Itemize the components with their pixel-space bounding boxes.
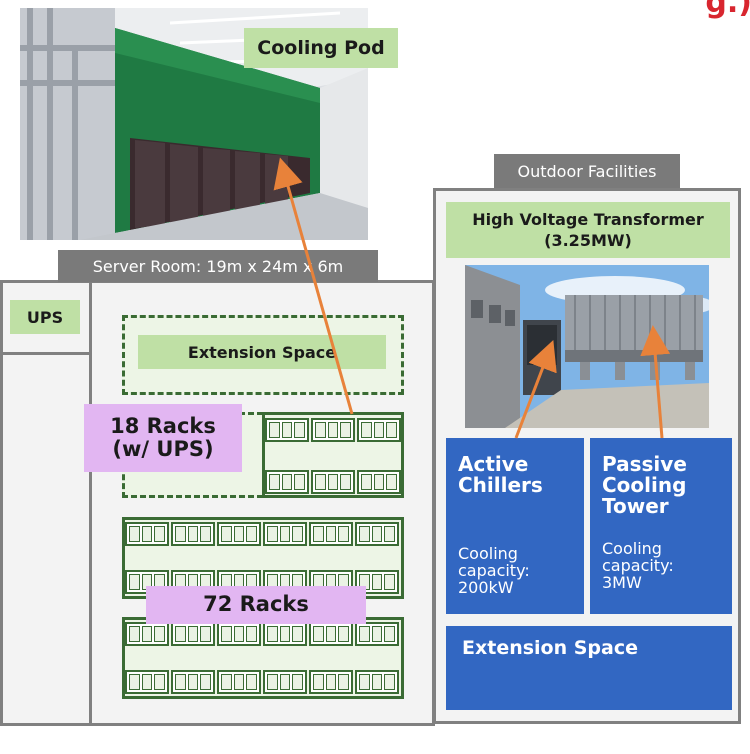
rack-unit-icon [311,470,355,494]
outdoor-photo [465,265,709,428]
racks-72-row-3 [125,622,399,646]
rack-unit-icon [309,522,353,546]
active-chillers-sub-1: Cooling [458,544,518,563]
rack-unit-icon [171,622,215,646]
ups-room [0,280,92,726]
rack-unit-icon [125,522,169,546]
rack-unit-icon [355,670,399,694]
active-chillers-sub-3: 200kW [458,578,514,597]
rack-unit-icon [263,622,307,646]
transformer-line2: (3.25MW) [544,231,632,250]
rack-unit-icon [125,670,169,694]
rack-unit-icon [263,670,307,694]
transformer-line1: High Voltage Transformer [472,210,704,229]
rack-unit-icon [217,522,261,546]
cooling-pod-label: Cooling Pod [244,28,398,68]
rack-unit-icon [355,622,399,646]
header-fragment: g.) [705,0,750,20]
passive-tower-title-3: Tower [602,494,669,518]
rack-unit-icon [311,418,355,442]
racks-18-line1: 18 Racks [110,413,216,438]
racks-18-row-bottom [265,470,401,494]
ups-divider [0,352,92,355]
racks-72-row-4 [125,670,399,694]
rack-unit-icon [263,522,307,546]
rack-unit-icon [217,622,261,646]
transformer-label: High Voltage Transformer (3.25MW) [446,202,730,258]
racks-72-row-1 [125,522,399,546]
racks-18-label: 18 Racks (w/ UPS) [84,404,242,472]
outdoor-label: Outdoor Facilities [494,154,680,188]
rack-unit-icon [171,522,215,546]
passive-tower-title-1: Passive [602,452,687,476]
extension-space-label: Extension Space [138,335,386,369]
rack-unit-icon [217,670,261,694]
outdoor-extension-label: Extension Space [462,637,639,659]
outdoor-extension-box: Extension Space [446,626,732,710]
passive-tower-box: Passive Cooling Tower Cooling capacity: … [590,438,732,614]
active-chillers-sub-2: capacity: [458,561,530,580]
racks-18-line2: (w/ UPS) [112,437,214,461]
racks-72-label: 72 Racks [146,586,366,624]
active-chillers-title-1: Active [458,452,529,476]
passive-tower-sub-2: capacity: [602,556,674,575]
rack-unit-icon [355,522,399,546]
rack-unit-icon [309,622,353,646]
server-room-label: Server Room: 19m x 24m x 6m [58,250,378,282]
passive-tower-title-2: Cooling [602,473,687,497]
active-chillers-title-2: Chillers [458,473,543,497]
racks-18-row-top [265,418,401,442]
rack-unit-icon [357,470,401,494]
rack-unit-icon [125,622,169,646]
ups-label: UPS [10,300,80,334]
passive-tower-sub-1: Cooling [602,539,662,558]
rack-unit-icon [309,670,353,694]
rack-unit-icon [265,418,309,442]
rack-unit-icon [357,418,401,442]
rack-unit-icon [265,470,309,494]
passive-tower-sub-3: 3MW [602,573,642,592]
rack-unit-icon [171,670,215,694]
active-chillers-box: Active Chillers Cooling capacity: 200kW [446,438,584,614]
